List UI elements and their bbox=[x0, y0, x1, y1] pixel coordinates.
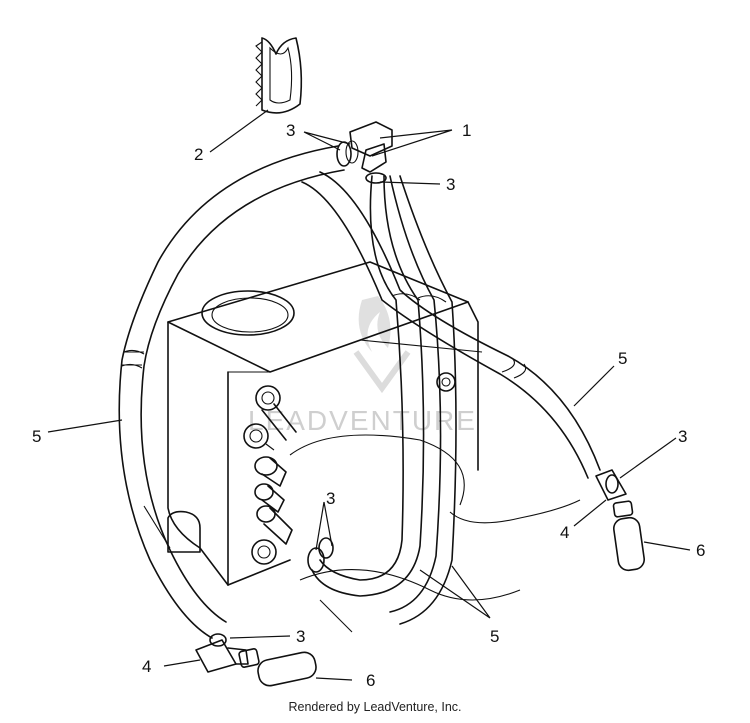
valve-right bbox=[595, 469, 627, 501]
watermark: LEADVENTURE bbox=[248, 296, 477, 436]
callout-2: 2 bbox=[194, 145, 203, 164]
callout-5-bottom: 5 bbox=[490, 627, 499, 646]
tank-fittings bbox=[243, 372, 456, 565]
hose-left bbox=[118, 145, 345, 639]
callout-4-left: 4 bbox=[142, 657, 151, 676]
callouts: 1 2 3 3 3 3 3 4 4 5 5 5 6 6 bbox=[32, 121, 705, 690]
filler-opening bbox=[201, 290, 295, 336]
callout-5-left: 5 bbox=[32, 427, 41, 446]
filter-left bbox=[238, 648, 317, 687]
clamp-tee-lower bbox=[365, 172, 387, 184]
callout-3-mid: 3 bbox=[326, 489, 335, 508]
grommet-upper bbox=[255, 385, 297, 441]
callout-1: 1 bbox=[462, 121, 471, 140]
nipple-fitting-1 bbox=[254, 456, 287, 487]
hose-loop-pair bbox=[311, 175, 457, 625]
valve-left bbox=[195, 639, 249, 673]
clamp-mid bbox=[307, 537, 334, 573]
callout-6-right: 6 bbox=[696, 541, 705, 560]
clamp-bottom bbox=[209, 633, 227, 647]
callout-3-tee: 3 bbox=[446, 175, 455, 194]
fuel-tank bbox=[143, 261, 581, 633]
render-credit: Rendered by LeadVenture, Inc. bbox=[288, 700, 462, 714]
filter-right bbox=[612, 500, 645, 572]
callout-6-left: 6 bbox=[366, 671, 375, 690]
callout-3-top: 3 bbox=[286, 121, 295, 140]
callout-3-right: 3 bbox=[678, 427, 687, 446]
clamp-top bbox=[336, 140, 359, 167]
leader-lines bbox=[47, 109, 691, 681]
tee-fitting bbox=[349, 121, 393, 173]
callout-4-right: 4 bbox=[560, 523, 569, 542]
callout-5-right: 5 bbox=[618, 349, 627, 368]
callout-3-bottom: 3 bbox=[296, 627, 305, 646]
grommet-second bbox=[243, 423, 275, 451]
clamp-right bbox=[605, 474, 619, 494]
watermark-text: LEADVENTURE bbox=[248, 405, 477, 436]
tank-bracket bbox=[167, 510, 201, 553]
grommet-lower bbox=[251, 539, 277, 565]
hose-right bbox=[301, 171, 601, 479]
fuel-clip bbox=[255, 37, 303, 114]
nipple-fitting-3 bbox=[256, 505, 293, 545]
